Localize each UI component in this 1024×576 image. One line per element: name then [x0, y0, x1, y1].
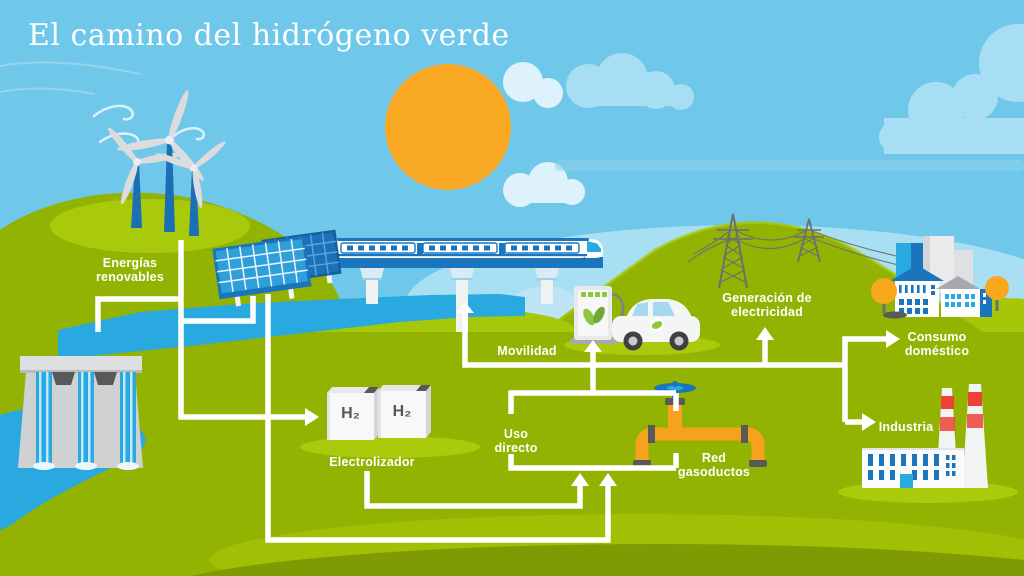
arrow-to-car [584, 340, 602, 352]
label-electrolyzer: Electrolizador [329, 455, 415, 469]
cloud-right-of-sun [566, 53, 694, 110]
arrow-into-electrolyzer [305, 408, 319, 426]
cloud-near-sun-top [503, 62, 563, 108]
factory-chimney [962, 384, 988, 488]
flow-electrolyzer-to-uses [364, 471, 583, 509]
wind-turbine [155, 141, 226, 236]
label-renewables: Energías renovables [95, 256, 164, 285]
solar-panel-front [212, 235, 312, 307]
label-mobility: Movilidad [497, 344, 557, 358]
cloud-below-sun [503, 162, 585, 207]
bridge-pier [535, 268, 559, 304]
page-title: El camino del hidrógeno verde [28, 18, 510, 53]
charge-indicator [581, 292, 607, 297]
tree-icon [871, 278, 897, 313]
flow-branch-solar [181, 296, 256, 324]
h2-tank [378, 385, 431, 438]
electrolyzer-unit [300, 385, 480, 458]
flow-branch-to-dam [95, 296, 181, 332]
hydro-dam [18, 356, 143, 470]
pylon-icon [713, 213, 753, 289]
mound [883, 311, 907, 319]
wheel-icon [623, 331, 643, 351]
solar-panels [212, 229, 342, 307]
label-domestic: Consumo doméstico [904, 330, 970, 359]
label-gas-network: Red gasoductos [677, 451, 751, 480]
electric-car [612, 299, 700, 351]
dam-waterfalls [33, 372, 139, 470]
bridge-pier [360, 268, 384, 304]
train [337, 238, 603, 258]
city [871, 236, 1009, 319]
label-h2-tank-2: H₂ [392, 403, 412, 420]
flow-lines [95, 240, 886, 543]
label-generation: Generación de electricidad [722, 291, 812, 320]
flow-renewables-to-uses [265, 294, 611, 543]
leaf-icon [583, 306, 605, 326]
cloud-top-right [879, 24, 1024, 154]
house-1 [890, 265, 944, 317]
factory [838, 384, 1018, 503]
pylon-icon [794, 218, 824, 263]
tree-icon [985, 276, 1009, 311]
arrow-to-train [456, 302, 474, 313]
label-h2-tank-1: H₂ [341, 405, 360, 422]
arrow-to-industry [862, 413, 876, 431]
train-windows [347, 245, 572, 251]
arrow-up-into-loop-right [599, 473, 617, 486]
wind-turbines [107, 90, 226, 236]
flow-arrowheads [305, 302, 900, 486]
sky-wisps [0, 61, 141, 95]
river [58, 294, 525, 357]
arrow-up-into-loop-left [571, 473, 589, 486]
wheel-icon [669, 331, 689, 351]
house-2 [936, 276, 992, 317]
foreground-dark-band [190, 544, 1024, 576]
factory-door [900, 474, 913, 488]
flow-to-domestic [842, 336, 886, 422]
flow-main-distribution [462, 312, 845, 368]
flow-direct-use-loop [508, 390, 679, 471]
power-pylons [687, 213, 913, 289]
sky-horizon-band [555, 160, 1024, 171]
arrow-to-generation [756, 327, 774, 340]
factory-windows [868, 454, 956, 480]
sun [385, 64, 511, 190]
label-industry: Industria [878, 420, 934, 434]
label-direct-use: Uso directo [494, 427, 538, 456]
arrow-to-domestic [886, 330, 900, 348]
h2-tank [327, 387, 379, 440]
